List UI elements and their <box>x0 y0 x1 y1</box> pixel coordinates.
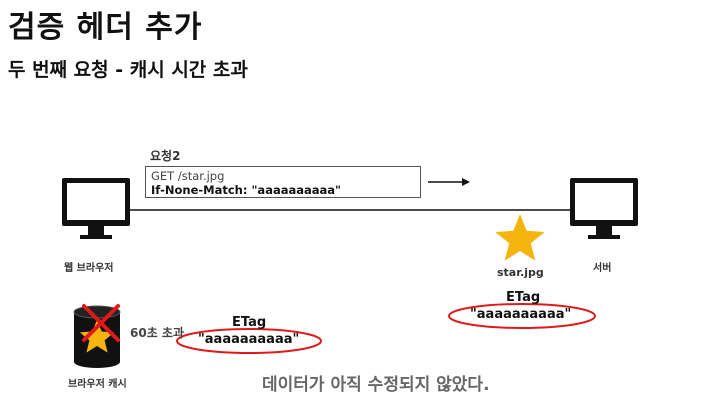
cache-label: 브라우저 캐시 <box>68 379 127 390</box>
server-etag-highlight <box>448 303 596 329</box>
page-title: 검증 헤더 추가 <box>8 10 203 45</box>
status-message: 데이터가 아직 수정되지 않았다. <box>262 375 490 395</box>
arrow-right-icon <box>428 178 470 186</box>
x-mark-icon <box>82 304 120 342</box>
monitor-icon <box>62 178 130 239</box>
request-line: GET /star.jpg <box>151 169 225 183</box>
server-etag-label: ETag <box>506 290 541 305</box>
page-subtitle: 두 번째 요청 - 캐시 시간 초과 <box>8 59 248 81</box>
elapsed-label: 60초 초과 <box>130 326 184 340</box>
cache-etag-value: "aaaaaaaaaa" <box>198 332 300 347</box>
cache-etag-highlight <box>176 328 322 354</box>
cache-etag-label: ETag <box>232 315 267 330</box>
resource-label: star.jpg <box>497 266 544 279</box>
server-etag-value: "aaaaaaaaaa" <box>470 307 572 322</box>
monitor-icon <box>570 178 638 239</box>
request-label: 요청2 <box>150 149 181 163</box>
request-box: GET /star.jpg If-None-Match: "aaaaaaaaaa… <box>145 166 421 198</box>
request-header-line: If-None-Match: "aaaaaaaaaa" <box>151 183 342 197</box>
star-icon <box>79 320 115 353</box>
star-icon <box>495 214 545 261</box>
client-label: 웹 브라우저 <box>64 263 114 274</box>
server-label: 서버 <box>593 263 612 274</box>
